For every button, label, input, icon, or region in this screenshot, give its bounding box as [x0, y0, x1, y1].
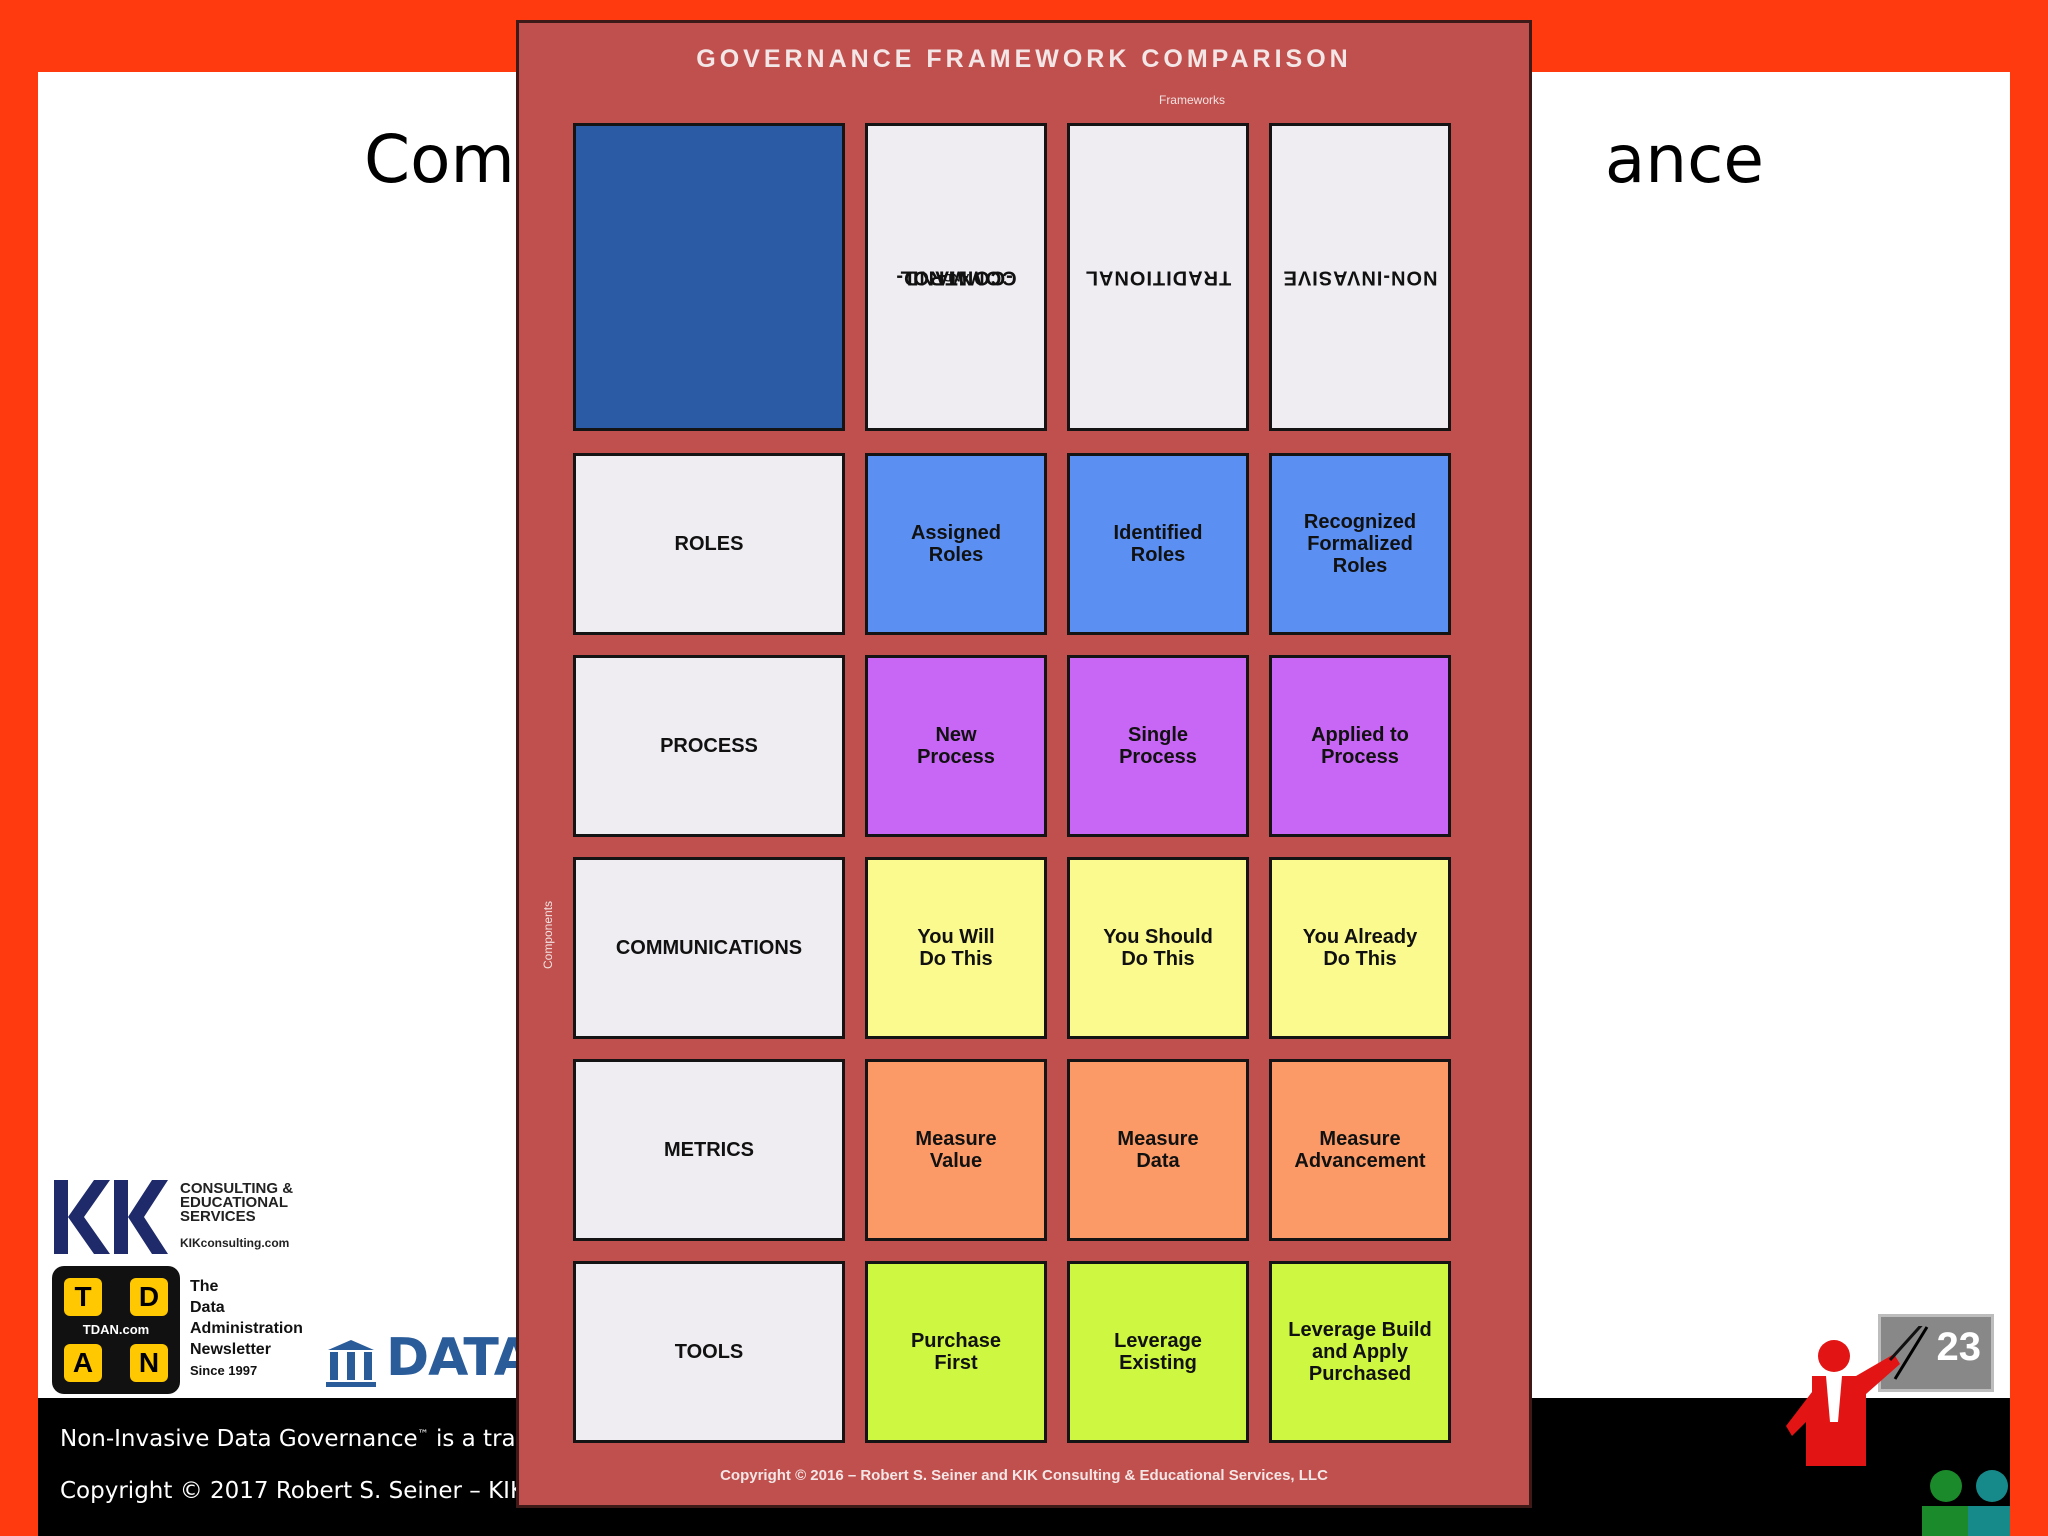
column-header-traditional: TRADITIONAL	[1067, 123, 1249, 431]
cell-process-command-and-control: New Process	[865, 655, 1047, 837]
governance-framework-panel: GOVERNANCE FRAMEWORK COMPARISON Framewor…	[516, 20, 1532, 1508]
panel-title: GOVERNANCE FRAMEWORK COMPARISON	[696, 45, 1352, 73]
tdan-letter: D	[130, 1278, 168, 1316]
cell-process-traditional: Single Process	[1067, 655, 1249, 837]
column-header-non-invasive: NON-INVASIVE	[1269, 123, 1451, 431]
row-label-tools: TOOLS	[573, 1261, 845, 1443]
slide-title-right: ance	[1604, 121, 1764, 198]
panel-copyright: Copyright © 2016 – Robert S. Seiner and …	[720, 1467, 1328, 1484]
cell-metrics-non-invasive: Measure Advancement	[1269, 1059, 1451, 1241]
kik-logo-text: CONSULTING & EDUCATIONAL SERVICES	[180, 1180, 294, 1225]
pillars-icon	[326, 1340, 376, 1387]
presenter-icon	[1786, 1326, 2010, 1536]
row-label-communications: COMMUNICATIONS	[573, 857, 845, 1039]
cell-roles-non-invasive: Recognized Formalized Roles	[1269, 453, 1451, 635]
diagonal-line-icon	[1893, 1326, 1929, 1380]
page-number-box: 23	[1878, 1314, 1994, 1392]
components-label: Components	[541, 900, 555, 969]
kik-logo-url: KIKconsulting.com	[180, 1236, 290, 1250]
cell-metrics-traditional: Measure Data	[1067, 1059, 1249, 1241]
cell-metrics-command-and-control: Measure Value	[865, 1059, 1047, 1241]
tdan-letter: T	[64, 1278, 102, 1316]
cell-roles-command-and-control: Assigned Roles	[865, 453, 1047, 635]
tdan-letter: N	[130, 1344, 168, 1382]
cell-communications-non-invasive: You Already Do This	[1269, 857, 1451, 1039]
row-label-process: PROCESS	[573, 655, 845, 837]
frameworks-label: Frameworks	[1158, 93, 1225, 107]
kik-logo-icon	[54, 1180, 168, 1254]
cell-communications-traditional: You Should Do This	[1067, 857, 1249, 1039]
cell-tools-non-invasive: Leverage Build and Apply Purchased	[1269, 1261, 1451, 1443]
column-header-command-and-control: COMMAND-AND-CONTROL	[865, 123, 1047, 431]
cell-tools-command-and-control: Purchase First	[865, 1261, 1047, 1443]
corner-cell	[573, 123, 845, 431]
cell-communications-command-and-control: You Will Do This	[865, 857, 1047, 1039]
footer-copyright: Copyright © 2017 Robert S. Seiner – KIK …	[60, 1478, 572, 1504]
row-label-roles: ROLES	[573, 453, 845, 635]
tdan-letter: A	[64, 1344, 102, 1382]
footer-trademark: Non-Invasive Data Governance™ is a trade…	[60, 1426, 581, 1452]
row-label-metrics: METRICS	[573, 1059, 845, 1241]
page-number: 23	[1936, 1325, 1982, 1369]
cell-tools-traditional: Leverage Existing	[1067, 1261, 1249, 1443]
tdan-logo: T D TDAN.com A N	[52, 1266, 180, 1394]
cell-process-non-invasive: Applied to Process	[1269, 655, 1451, 837]
tdan-logo-text: The Data Administration Newsletter Since…	[190, 1278, 303, 1378]
tdan-site: TDAN.com	[82, 1322, 150, 1337]
cell-roles-traditional: Identified Roles	[1067, 453, 1249, 635]
